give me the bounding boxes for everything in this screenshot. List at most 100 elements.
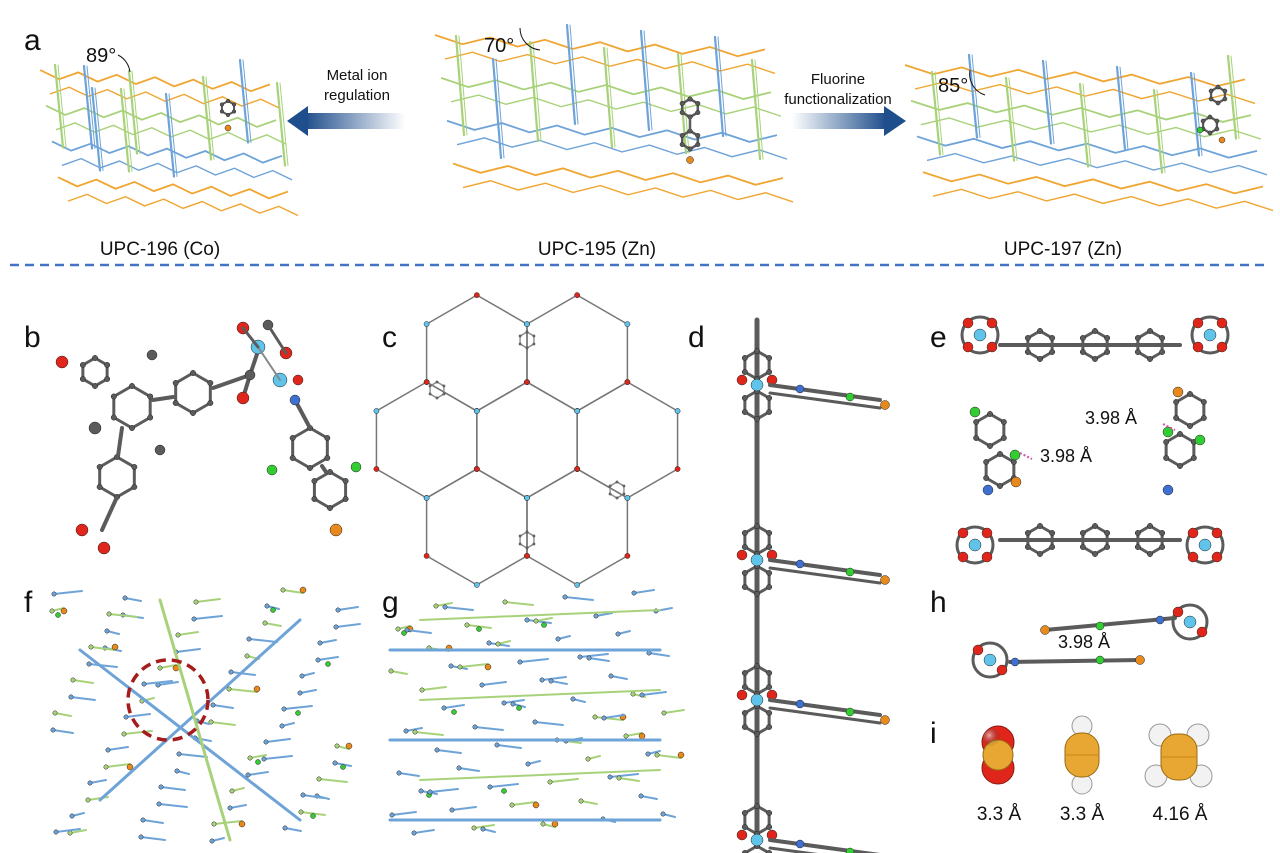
linker: [1008, 658, 1142, 664]
packing-atom: [448, 663, 454, 669]
packing-atom: [593, 613, 599, 619]
packing-atom: [317, 640, 323, 646]
packing-strand: [496, 744, 522, 749]
packing-strand: [541, 676, 567, 681]
ring-atom: [525, 546, 529, 550]
packing-strand: [228, 688, 258, 693]
net-node: [473, 408, 480, 414]
packing-atom: [645, 751, 651, 757]
pillar: [639, 29, 651, 132]
ring-atom: [1104, 335, 1111, 341]
pillar: [754, 59, 764, 160]
ring-atom: [1104, 530, 1111, 536]
net-node: [674, 408, 681, 414]
ring-atom: [1207, 114, 1213, 120]
angle-arc-center: [519, 27, 541, 51]
net-edge: [526, 294, 578, 325]
ring-atom: [754, 523, 760, 529]
arm-bond: [768, 558, 882, 577]
pillar: [1041, 59, 1053, 145]
pillar: [532, 41, 542, 142]
packing-strand: [398, 772, 420, 777]
ring-bond: [130, 384, 152, 398]
packing-view-g: [388, 589, 685, 836]
packing-strand: [105, 763, 131, 768]
ring-atom: [79, 362, 86, 368]
packing-atom: [52, 710, 58, 716]
ring-atom: [1173, 399, 1180, 405]
packing-atom: [174, 768, 180, 774]
ring-atom: [1024, 530, 1031, 536]
ring-atom: [342, 478, 349, 484]
bromine-atom: [638, 732, 646, 740]
packing-axis: [98, 618, 302, 802]
ring-atom: [207, 380, 214, 386]
ring-atom: [525, 330, 529, 334]
pillar: [131, 70, 141, 154]
bromine-atom: [686, 156, 694, 164]
fluorine-atom: [1009, 449, 1021, 461]
ring-atom: [695, 110, 701, 115]
packing-atom: [661, 710, 667, 716]
metal-cluster: [1185, 525, 1225, 565]
nitrogen-atom: [1162, 484, 1174, 496]
pillar: [123, 88, 133, 172]
ring-atom: [695, 142, 701, 147]
angle-label-left: 89°: [86, 45, 116, 67]
ring-atom: [741, 409, 748, 415]
bond: [293, 398, 312, 430]
pillar: [275, 81, 287, 167]
pillar: [242, 59, 252, 143]
pillar: [680, 53, 690, 154]
ring-atom: [766, 570, 773, 576]
packing-atom: [479, 682, 485, 688]
ring-atom: [311, 478, 318, 484]
packing-atom: [464, 622, 470, 628]
bond: [211, 373, 252, 390]
ring-bond: [291, 456, 312, 470]
ring-atom: [324, 455, 331, 461]
ring-atom: [1147, 551, 1153, 557]
oxygen-atom: [1192, 341, 1204, 353]
ring-bond: [98, 455, 119, 469]
packing-atom: [395, 626, 401, 632]
packing-atom: [208, 719, 214, 725]
ring-atom: [754, 348, 760, 354]
pillar: [164, 92, 176, 178]
packing-atom: [316, 776, 322, 782]
net-node: [423, 495, 430, 501]
ring-atom: [679, 142, 685, 147]
net-node: [473, 582, 480, 588]
packing-atom: [608, 673, 614, 679]
bromine-atom: [880, 715, 890, 725]
packing-atom: [229, 788, 235, 794]
packing-strand: [265, 738, 291, 743]
layer-strand: [57, 176, 289, 200]
ring-atom: [1200, 118, 1206, 124]
ring-atom: [232, 102, 237, 107]
packing-strand: [489, 783, 519, 788]
ring-atom: [741, 395, 748, 401]
oxygen-atom: [962, 341, 974, 353]
oxygen-atom: [981, 551, 993, 563]
bond: [151, 395, 175, 402]
pillar: [495, 58, 505, 159]
ring-atom: [1159, 530, 1166, 536]
ring-atom: [525, 346, 529, 350]
packing-atom: [456, 765, 462, 771]
packing-atom: [88, 644, 94, 650]
net-node: [574, 292, 581, 298]
ring-atom: [695, 133, 701, 138]
pillar: [565, 23, 577, 126]
packing-strand: [108, 613, 138, 618]
oxygen-atom: [1192, 317, 1204, 329]
ring-atom: [766, 684, 773, 690]
ring-atom: [1134, 544, 1141, 550]
ring-atom: [608, 492, 612, 496]
net-node: [524, 553, 530, 559]
molecule-c2h2: [1064, 715, 1100, 795]
atom: [146, 349, 158, 361]
packing-atom: [403, 728, 409, 734]
net-node: [574, 582, 581, 588]
bond: [100, 495, 119, 532]
